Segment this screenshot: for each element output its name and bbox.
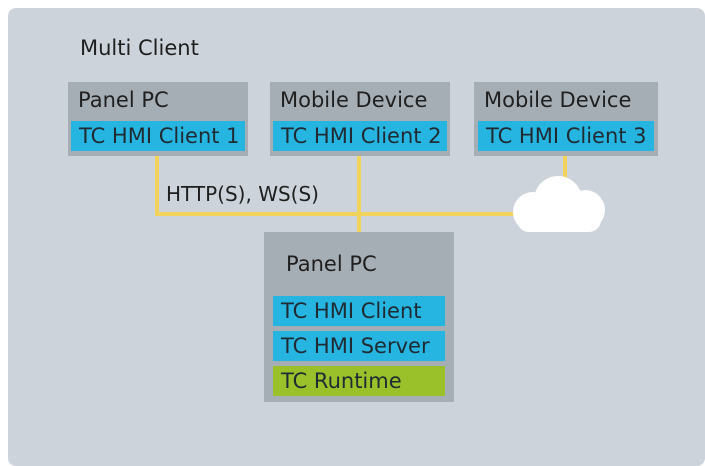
- diagram-title: Multi Client: [80, 36, 199, 60]
- client-3-chip: TC HMI Client 3: [478, 121, 654, 151]
- server-device-label: Panel PC: [286, 252, 377, 276]
- server-layer-client: TC HMI Client: [273, 296, 445, 326]
- client-device-1-label: Panel PC: [78, 88, 169, 112]
- server-device: Panel PC TC HMI Client TC HMI Server TC …: [264, 232, 454, 402]
- client-1-chip: TC HMI Client 1: [71, 121, 245, 151]
- client-device-2-label: Mobile Device: [280, 88, 428, 112]
- client-device-1: Panel PC TC HMI Client 1: [68, 82, 248, 156]
- server-layer-server: TC HMI Server: [273, 331, 445, 361]
- protocol-label: HTTP(S), WS(S): [166, 182, 319, 206]
- wire-client-3: [563, 155, 567, 183]
- client-device-2: Mobile Device TC HMI Client 2: [270, 82, 450, 156]
- server-layer-runtime: TC Runtime: [273, 366, 445, 396]
- wire-client-2: [357, 155, 361, 233]
- wire-bus: [155, 212, 535, 216]
- cloud-icon: [513, 176, 605, 232]
- client-device-3: Mobile Device TC HMI Client 3: [474, 82, 658, 156]
- client-device-3-label: Mobile Device: [484, 88, 632, 112]
- wire-client-1: [155, 155, 159, 215]
- client-2-chip: TC HMI Client 2: [273, 121, 447, 151]
